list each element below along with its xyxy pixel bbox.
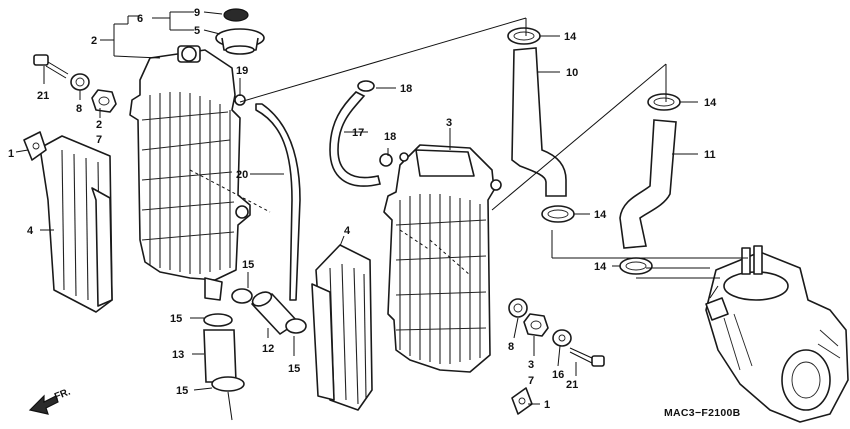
callout-13: 13 [172,349,184,361]
leader-lines [15,11,748,421]
hose-clip-lower [379,153,393,167]
callout-5: 5 [194,25,200,37]
callout-18-b: 18 [384,131,396,143]
callout-15-c: 15 [176,385,188,397]
engine-cylinder [705,245,849,423]
callout-21-right: 21 [566,379,578,391]
callout-16: 16 [552,369,564,381]
callout-12: 12 [262,343,274,355]
hose-clamp-15-upper [231,288,307,334]
diagram-reference-code: MAC3−F2100B [664,407,741,419]
hose-clamp-upper [507,27,541,45]
callout-15-a: 15 [242,259,254,271]
callout-7-right: 7 [528,375,534,387]
cap-seal [223,8,249,22]
left-radiator [129,45,251,301]
left-bushing [91,89,117,113]
hose-clamp-lower [619,257,653,275]
right-bushing [523,313,549,337]
radiator-cap [215,28,265,55]
callout-15-d: 15 [288,363,300,375]
callout-19: 19 [236,65,248,77]
left-radiator-shroud [39,135,113,313]
overflow-hose [329,91,381,187]
upper-radiator-hose [511,47,567,197]
callout-labels: 6 9 5 2 19 21 8 2 7 1 4 20 15 15 13 15 1… [8,7,717,411]
callout-14-b: 14 [704,97,717,109]
callout-8-right: 8 [508,341,514,353]
callout-10: 10 [566,67,578,79]
hose-clamp-mid [647,93,681,111]
callout-4-right: 4 [344,225,351,237]
left-bolt [33,54,69,79]
right-washer [552,329,572,347]
callout-1-left: 1 [8,148,14,160]
callout-6: 6 [137,13,143,25]
callout-14-a: 14 [564,31,577,43]
callout-14-c: 14 [594,209,607,221]
callout-21-left: 21 [37,90,49,102]
callout-1-right: 1 [544,399,550,411]
left-shroud-clip [23,131,47,161]
front-direction-label: FR. [53,386,72,402]
callout-2-bushing: 2 [96,119,102,131]
callout-11: 11 [704,149,716,161]
right-radiator-shroud [311,244,373,411]
right-grommet [508,298,528,318]
callout-15-b: 15 [170,313,182,325]
callout-17: 17 [352,127,364,139]
right-shroud-clip [511,387,533,415]
callout-8-left: 8 [76,103,82,115]
callout-4-left: 4 [27,225,34,237]
callout-3-bushing: 3 [528,359,534,371]
hose-clamp-right [541,205,575,223]
breather-hose [255,103,301,301]
callout-18-a: 18 [400,83,412,95]
right-radiator [383,144,502,373]
callout-9: 9 [194,7,200,19]
front-direction-arrow [28,394,59,415]
callout-20: 20 [236,169,248,181]
left-grommet [70,73,90,91]
hose-clip-upper [357,80,375,92]
hose-clamp-15-lower [203,313,245,392]
water-hose-13 [203,329,237,383]
callout-3-top: 3 [446,117,452,129]
right-bolt [569,347,605,367]
callout-2: 2 [91,35,97,47]
lower-radiator-hose [619,119,677,249]
callout-14-d: 14 [594,261,607,273]
callout-7-left: 7 [96,134,102,146]
